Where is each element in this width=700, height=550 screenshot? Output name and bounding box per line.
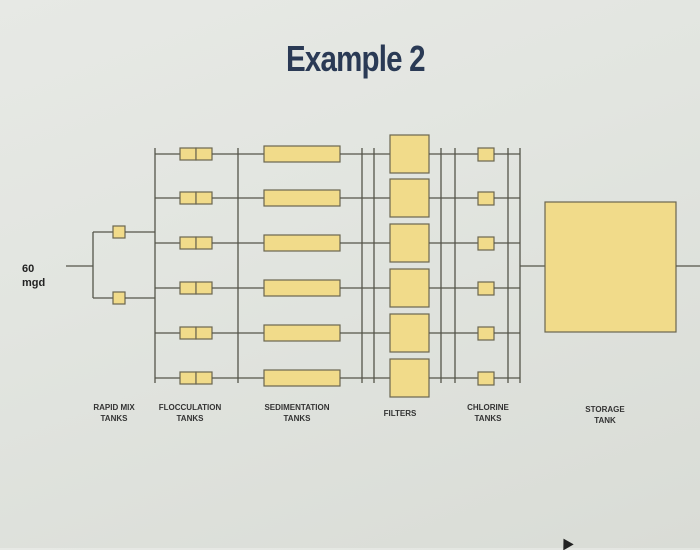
flocculation-tank-cell [195,371,213,385]
chlorine-tank [477,236,495,251]
label-chlorine-tanks: CHLORINE TANKS [467,403,509,423]
chlorine-tank [477,371,495,386]
filter-unit [389,134,430,174]
flocculation-tank-cell [195,147,213,161]
flocculation-tank-cell [195,236,213,250]
label-rapid-mix-tanks: RAPID MIX TANKS [93,403,135,423]
sedimentation-tank [263,369,341,387]
flocculation-tank-cell [195,326,213,340]
rapid-mix-tank [112,225,126,239]
sedimentation-tank [263,279,341,297]
filter-unit [389,178,430,218]
label-flocculation-tanks: FLOCCULATION TANKS [158,403,222,423]
flocculation-tank [179,371,197,385]
storage-tank [544,201,677,333]
chlorine-tank [477,147,495,162]
filter-unit [389,313,430,353]
filter-unit [389,268,430,308]
label-storage-tank: STORAGE TANK [585,405,625,425]
flow-value: 60 [22,263,35,275]
sedimentation-tank [263,234,341,252]
flow-rate-label: 60 mgd [22,262,45,290]
filter-unit [389,223,430,263]
label-sedimentation-tanks: SEDIMENTATION TANKS [264,403,330,423]
flocculation-tank [179,326,197,340]
sedimentation-tank [263,189,341,207]
flocculation-tank [179,147,197,161]
flow-unit: mgd [22,277,46,289]
flocculation-tank [179,281,197,295]
rapid-mix-tank [112,291,126,305]
filter-unit [389,358,430,398]
flocculation-tank [179,191,197,205]
sedimentation-tank [263,145,341,163]
label-filters: FILTERS [383,409,417,418]
chlorine-tank [477,326,495,341]
flocculation-tank-cell [195,281,213,295]
flocculation-tank [179,236,197,250]
diagram-title: Example 2 [286,38,425,79]
chlorine-tank [477,191,495,206]
flocculation-tank-cell [195,191,213,205]
sedimentation-tank [263,324,341,342]
chlorine-tank [477,281,495,296]
